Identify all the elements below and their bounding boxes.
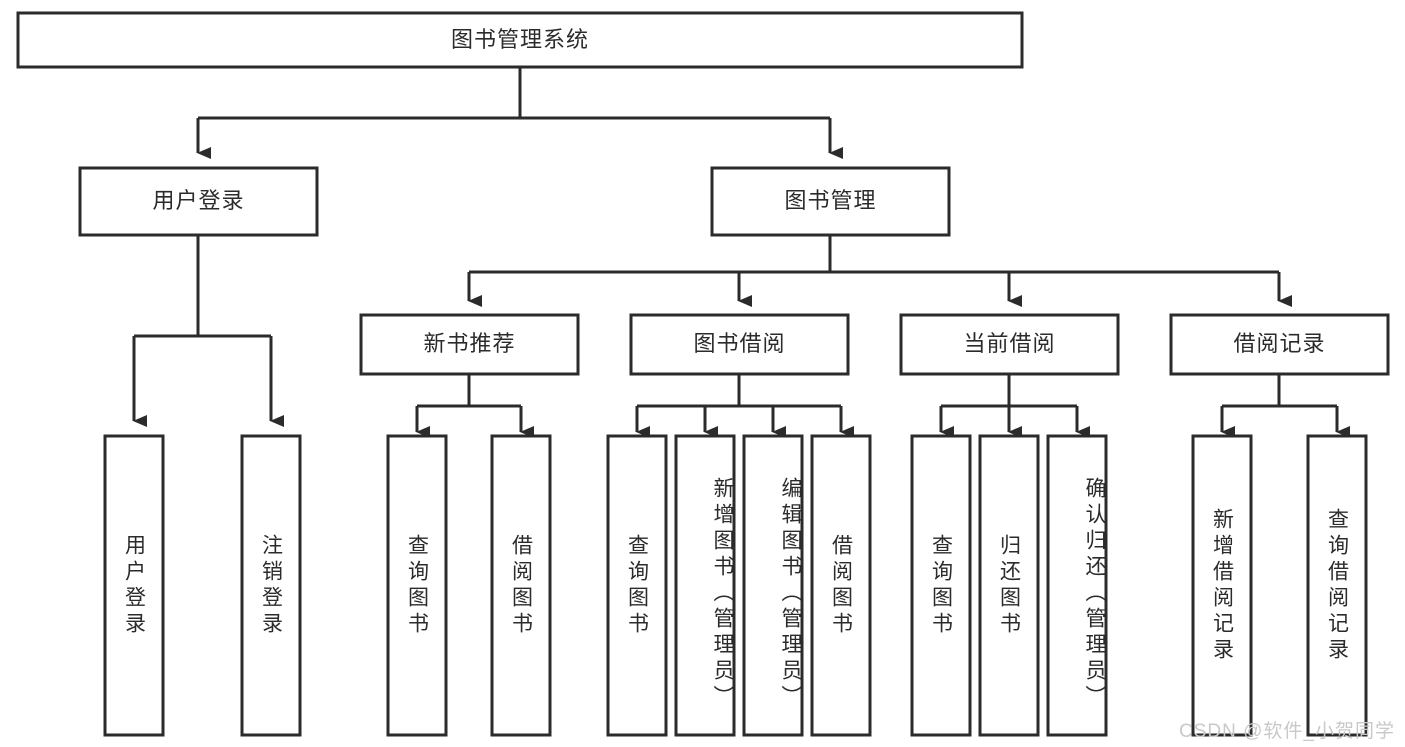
leaf-box[interactable] xyxy=(674,434,736,737)
leaf-box[interactable] xyxy=(1191,434,1253,737)
connector-currentborrow-to-leaves xyxy=(939,374,1090,438)
connector-root-to-level2 xyxy=(196,67,843,159)
node-root[interactable] xyxy=(16,11,1024,69)
connector-borrowbook-to-leaves xyxy=(635,374,854,438)
leaf-box[interactable] xyxy=(1046,434,1108,737)
connector-userlogin-to-leaves xyxy=(132,235,284,427)
leaf-box[interactable] xyxy=(490,434,552,737)
leaf-box[interactable] xyxy=(742,434,804,737)
connector-bookmgmt-to-level3 xyxy=(467,235,1292,307)
leaf-box[interactable] xyxy=(810,434,872,737)
leaf-box[interactable] xyxy=(386,434,448,737)
node-book-borrow[interactable] xyxy=(629,313,850,376)
node-user-login[interactable] xyxy=(78,166,319,237)
connector-borrowrecord-to-leaves xyxy=(1220,374,1350,438)
leaf-box[interactable] xyxy=(606,434,668,737)
watermark: CSDN @软件_小贺同学 xyxy=(1179,721,1395,742)
connector-newbook-to-leaves xyxy=(415,374,534,438)
node-borrow-record[interactable] xyxy=(1169,313,1390,376)
leaf-box[interactable] xyxy=(910,434,972,737)
leaf-box[interactable] xyxy=(103,434,165,737)
leaf-box[interactable] xyxy=(240,434,302,737)
node-book-management[interactable] xyxy=(710,166,951,237)
leaf-box[interactable] xyxy=(1306,434,1368,737)
leaf-box[interactable] xyxy=(978,434,1040,737)
node-current-borrow[interactable] xyxy=(899,313,1120,376)
node-new-book-recommend[interactable] xyxy=(359,313,580,376)
